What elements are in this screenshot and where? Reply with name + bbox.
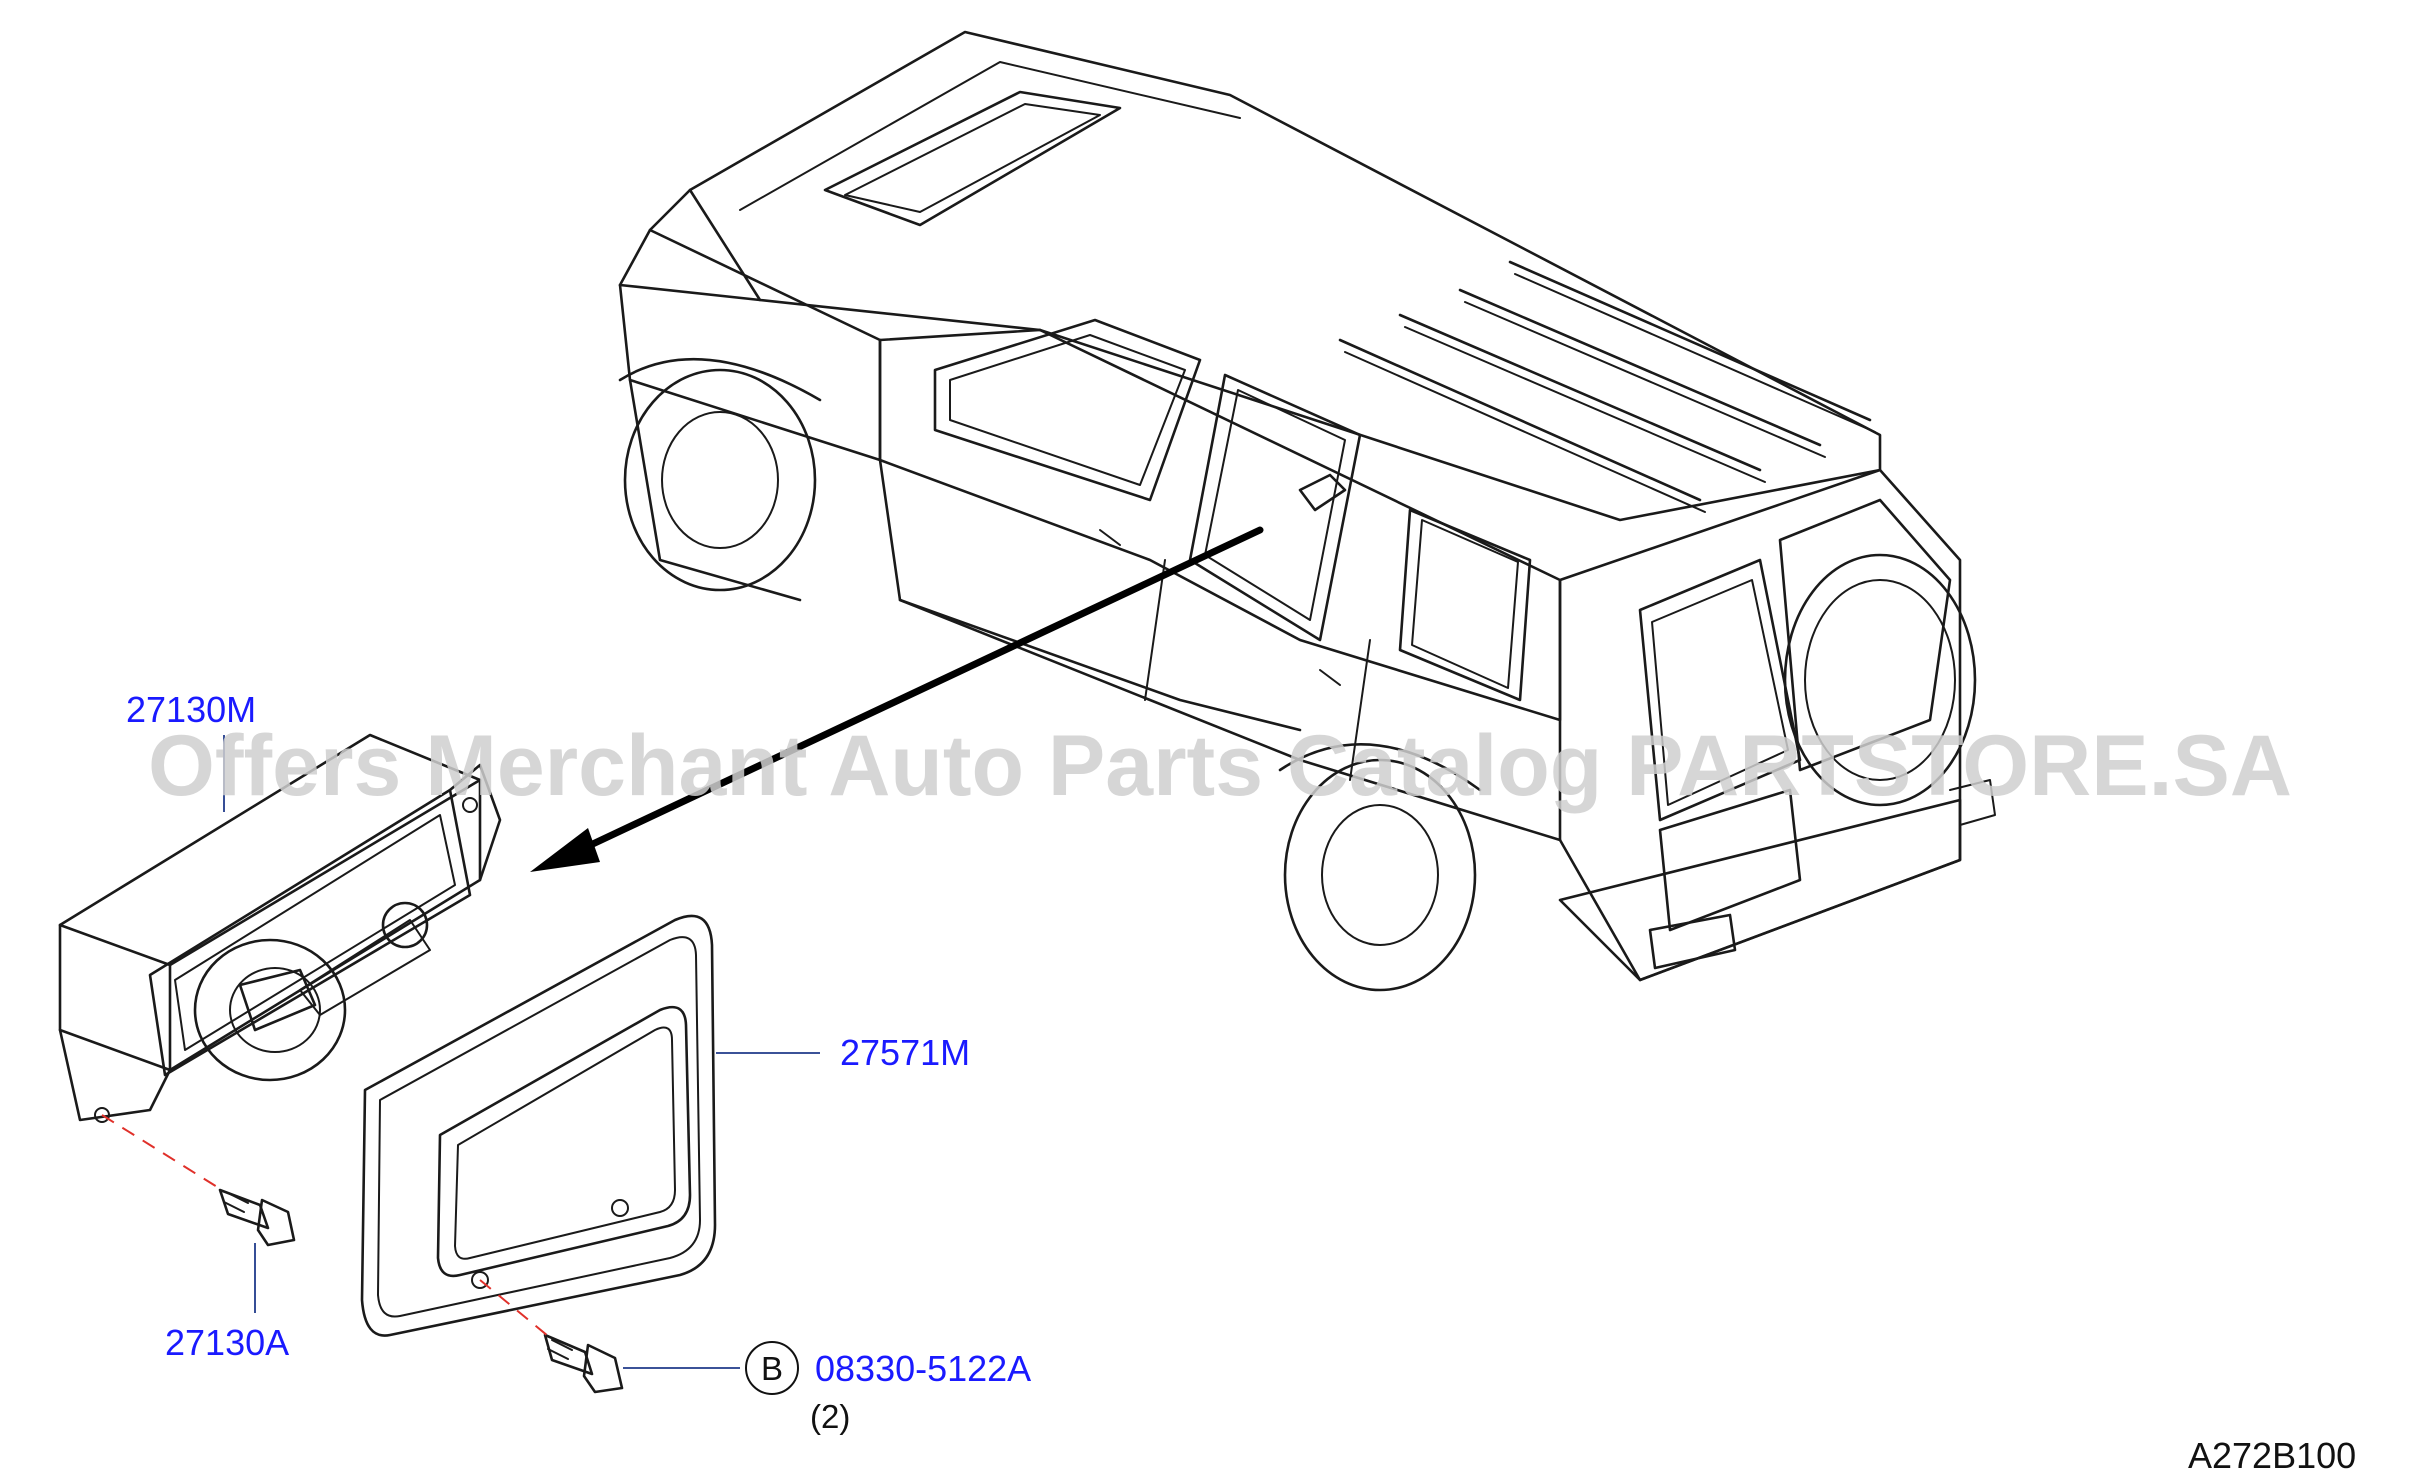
reference-code: A272B100 — [2188, 1435, 2356, 1476]
assembly-axis-bolt — [479, 1279, 549, 1337]
assembly-axis-screw — [101, 1114, 223, 1191]
callout-27130m[interactable]: 27130M — [126, 689, 256, 730]
bolt-quantity: (2) — [810, 1398, 850, 1435]
heater-control-unit — [58, 733, 502, 1123]
watermark-text: Offers Merchant Auto Parts Catalog PARTS… — [148, 718, 2292, 814]
bolt-08330-5122a — [543, 1333, 624, 1394]
vehicle-illustration — [618, 30, 1996, 992]
leader-lines — [223, 735, 820, 1369]
callout-circle-b — [745, 1341, 799, 1395]
pointer-arrow — [530, 526, 1264, 872]
callout-27130a[interactable]: 27130A — [165, 1322, 289, 1363]
callout-circle-letter: B — [761, 1350, 783, 1387]
screw-27130a — [218, 1188, 296, 1247]
callout-08330-5122a[interactable]: 08330-5122A — [815, 1348, 1031, 1389]
bezel-finisher — [360, 914, 717, 1337]
callout-27571m[interactable]: 27571M — [840, 1032, 970, 1073]
